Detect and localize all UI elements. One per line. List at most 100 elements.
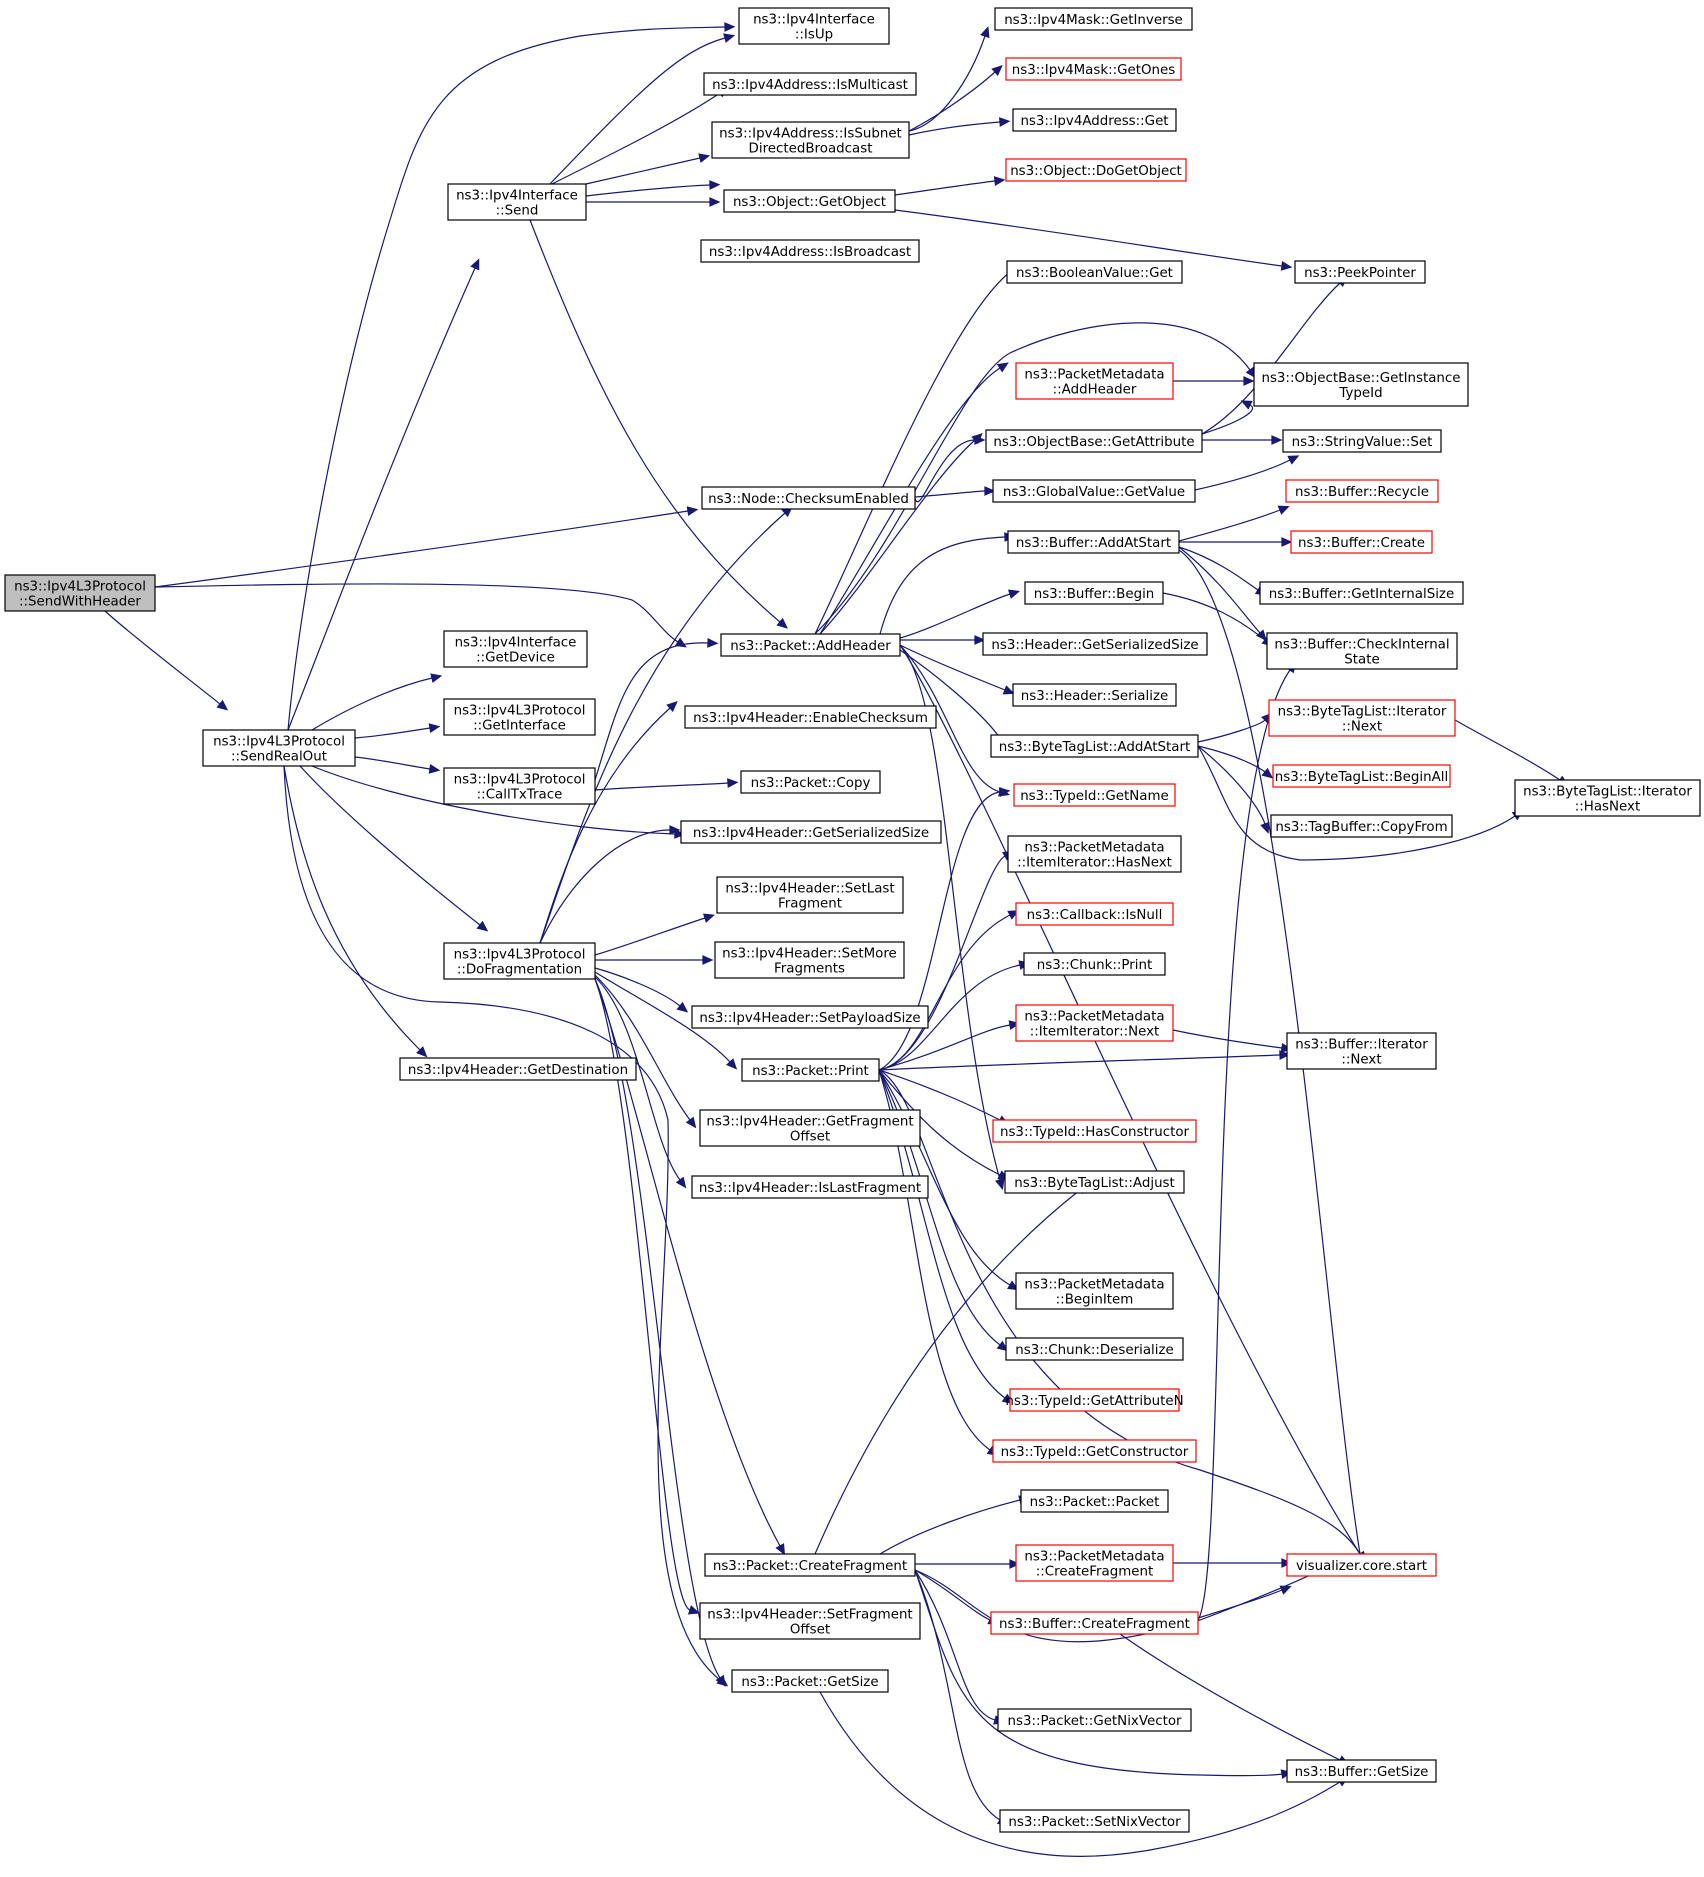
function-node-n32[interactable]: ns3::BooleanValue::Get <box>1006 260 1183 284</box>
function-node-n68[interactable]: ns3::Buffer::GetSize <box>1286 1759 1437 1783</box>
call-edge <box>354 723 441 739</box>
arrowhead <box>476 920 489 932</box>
function-node-n54[interactable]: ns3::Chunk::Print <box>1023 952 1166 976</box>
function-node-n60[interactable]: ns3::Chunk::Deserialize <box>1005 1337 1184 1361</box>
function-node-n66[interactable]: ns3::Buffer::CreateFragment <box>990 1611 1199 1635</box>
function-node-n57[interactable]: ns3::TypeId::HasConstructor <box>992 1119 1197 1143</box>
function-node-n61[interactable]: ns3::TypeId::GetAttributeN <box>1005 1388 1184 1412</box>
function-node-n59[interactable]: ns3::PacketMetadata::BeginItem <box>1015 1272 1174 1310</box>
function-node-n23[interactable]: ns3::Ipv4Header::IsLastFragment <box>691 1175 929 1199</box>
function-node-n27[interactable]: ns3::Ipv4Mask::GetInverse <box>994 7 1193 31</box>
function-node-n33[interactable]: ns3::PacketMetadata::AddHeader <box>1015 362 1174 400</box>
function-node-n56[interactable]: ns3::Buffer::Iterator::Next <box>1286 1032 1437 1070</box>
function-node-n10[interactable]: ns3::Ipv4Address::IsSubnetDirectedBroadc… <box>711 121 910 159</box>
function-node-n3[interactable]: ns3::Ipv4Interface::GetDevice <box>443 630 588 668</box>
function-node-n52[interactable]: ns3::PacketMetadata::ItemIterator::HasNe… <box>1007 835 1182 873</box>
function-node-n44[interactable]: ns3::Header::GetSerializedSize <box>982 632 1208 656</box>
edge-path <box>1454 719 1561 781</box>
call-edge <box>879 532 1016 635</box>
function-node-n16[interactable]: ns3::Packet::Copy <box>740 770 881 794</box>
function-node-n35[interactable]: ns3::ObjectBase::GetAttribute <box>985 429 1203 453</box>
function-node-n48[interactable]: ns3::ByteTagList::BeginAll <box>1272 764 1451 788</box>
function-node-n69[interactable]: ns3::Packet::SetNixVector <box>999 1809 1190 1833</box>
edge-path <box>104 610 221 705</box>
function-node-n9[interactable]: ns3::Ipv4Address::IsMulticast <box>703 72 917 96</box>
call-edge <box>1201 275 1348 435</box>
function-node-n30[interactable]: ns3::Object::DoGetObject <box>1005 158 1187 182</box>
function-node-n58[interactable]: ns3::ByteTagList::Adjust <box>1004 1170 1185 1194</box>
function-node-n13[interactable]: ns3::Node::ChecksumEnabled <box>701 486 916 510</box>
function-node-n42[interactable]: ns3::Buffer::Begin <box>1024 581 1164 605</box>
function-node-n36[interactable]: ns3::StringValue::Set <box>1282 429 1442 453</box>
function-node-n5[interactable]: ns3::Ipv4L3Protocol::CallTxTrace <box>443 767 596 805</box>
node-box <box>1286 1759 1437 1783</box>
edge-path <box>354 727 431 739</box>
call-edge <box>1197 712 1273 743</box>
function-node-n47[interactable]: ns3::ByteTagList::AddAtStart <box>990 734 1199 758</box>
function-node-n28[interactable]: ns3::Ipv4Mask::GetOnes <box>1005 57 1182 81</box>
call-edge <box>1173 1558 1293 1568</box>
function-node-n26[interactable]: ns3::Packet::GetSize <box>731 1669 889 1693</box>
function-node-n63[interactable]: ns3::Packet::Packet <box>1020 1489 1169 1513</box>
function-node-n39[interactable]: ns3::Buffer::AddAtStart <box>1007 530 1180 554</box>
node-box <box>1270 814 1453 838</box>
arrowhead <box>685 1116 697 1129</box>
function-node-n7[interactable]: ns3::Ipv4Header::GetDestination <box>399 1057 637 1081</box>
function-node-n45[interactable]: ns3::Header::Serialize <box>1012 683 1177 707</box>
edge-path <box>594 917 706 956</box>
function-node-n40[interactable]: ns3::Buffer::Create <box>1290 530 1433 554</box>
call-edge <box>1197 745 1270 834</box>
function-node-n53[interactable]: ns3::Callback::IsNull <box>1015 902 1174 926</box>
function-node-n51[interactable]: ns3::TypeId::GetName <box>1013 783 1176 807</box>
function-node-n4[interactable]: ns3::Ipv4L3Protocol::GetInterface <box>443 698 596 736</box>
function-node-n24[interactable]: ns3::Packet::CreateFragment <box>704 1553 916 1577</box>
function-node-n41[interactable]: ns3::Buffer::GetInternalSize <box>1259 581 1464 605</box>
function-node-n20[interactable]: ns3::Ipv4Header::SetPayloadSize <box>691 1005 929 1029</box>
function-node-n2[interactable]: ns3::Ipv4Interface::Send <box>447 183 587 221</box>
node-box <box>1012 108 1177 132</box>
node-label: ::Next <box>1342 720 1382 735</box>
function-node-n50[interactable]: ns3::TagBuffer::CopyFrom <box>1270 814 1453 838</box>
function-node-n1[interactable]: ns3::Ipv4L3Protocol::SendRealOut <box>202 729 356 767</box>
node-label: ::DoFragmentation <box>457 963 582 978</box>
function-node-n8[interactable]: ns3::Ipv4Interface::IsUp <box>738 7 890 45</box>
function-node-n6[interactable]: ns3::Ipv4L3Protocol::DoFragmentation <box>443 942 596 980</box>
node-label: State <box>1344 653 1379 668</box>
node-label: ns3::Packet::Print <box>752 1064 869 1079</box>
node-box <box>1005 1337 1184 1361</box>
node-label: ns3::Object::DoGetObject <box>1010 164 1182 179</box>
function-node-n11[interactable]: ns3::Object::GetObject <box>723 189 896 213</box>
call-edge <box>287 258 480 731</box>
function-node-n37[interactable]: ns3::GlobalValue::GetValue <box>992 479 1196 503</box>
function-node-n49[interactable]: ns3::ByteTagList::Iterator::HasNext <box>1514 779 1701 817</box>
arrowhead <box>1002 685 1015 695</box>
edge-path <box>1172 1029 1283 1049</box>
node-label: ns3::Ipv4Address::IsSubnet <box>719 127 902 142</box>
function-node-n29[interactable]: ns3::Ipv4Address::Get <box>1012 108 1177 132</box>
function-node-n38[interactable]: ns3::Buffer::Recycle <box>1285 479 1439 503</box>
function-node-n67[interactable]: ns3::Packet::GetNixVector <box>997 1708 1192 1732</box>
call-edge <box>585 180 721 197</box>
function-node-n31[interactable]: ns3::PeekPointer <box>1294 260 1426 284</box>
node-label: ns3::Chunk::Deserialize <box>1015 1343 1174 1358</box>
node-label: ns3::Packet::CreateFragment <box>713 1559 907 1574</box>
edge-path <box>585 184 711 197</box>
function-node-n55[interactable]: ns3::PacketMetadata::ItemIterator::Next <box>1015 1004 1174 1042</box>
function-node-n12[interactable]: ns3::Ipv4Address::IsBroadcast <box>700 239 920 263</box>
function-node-n14[interactable]: ns3::Packet::AddHeader <box>720 633 901 657</box>
function-node-n17[interactable]: ns3::Ipv4Header::GetSerializedSize <box>680 820 942 844</box>
call-edge <box>594 971 738 1070</box>
function-node-n64[interactable]: ns3::PacketMetadata::CreateFragment <box>1015 1544 1174 1582</box>
function-node-n62[interactable]: ns3::TypeId::GetConstructor <box>992 1439 1197 1463</box>
function-node-n15[interactable]: ns3::Ipv4Header::EnableChecksum <box>684 705 937 729</box>
edge-path <box>878 914 1011 1071</box>
function-node-n46[interactable]: ns3::ByteTagList::Iterator::Next <box>1268 699 1456 737</box>
function-node-n21[interactable]: ns3::Packet::Print <box>741 1058 880 1082</box>
function-node-n65[interactable]: visualizer.core.start <box>1286 1553 1437 1577</box>
